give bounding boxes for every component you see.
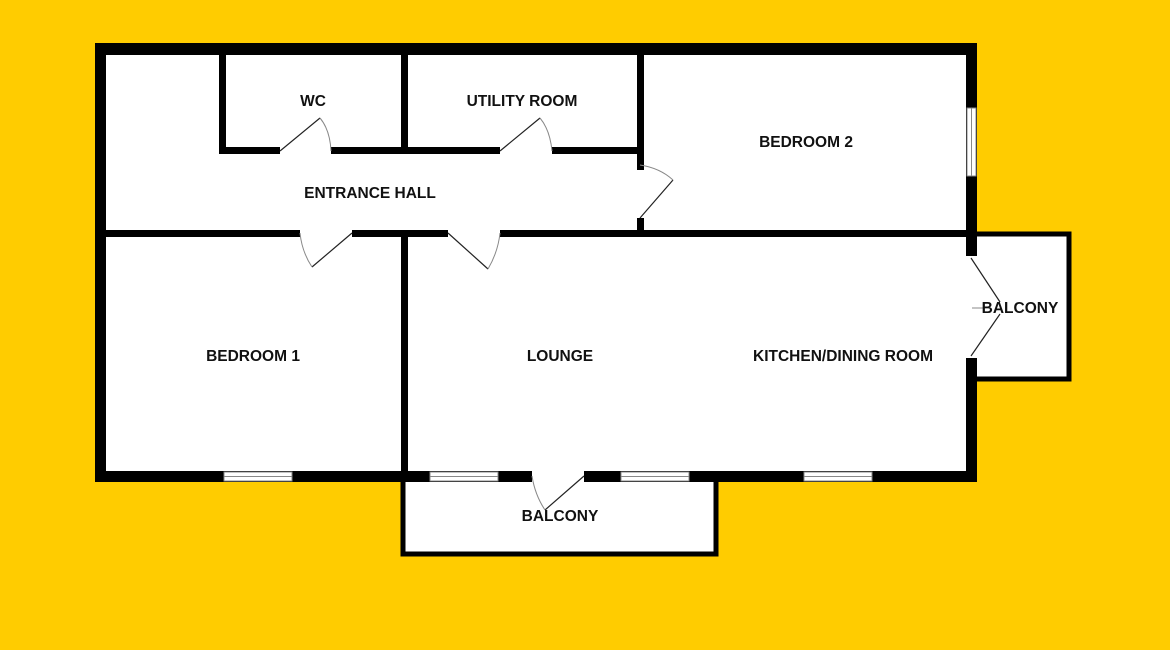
- room-label-kitchen-dining: KITCHEN/DINING ROOM: [753, 348, 933, 365]
- interior-walls: [106, 55, 966, 471]
- room-label-wc: WC: [300, 93, 326, 110]
- room-label-entrance-hall: ENTRANCE HALL: [304, 185, 436, 202]
- bottom-door-gap: [532, 471, 584, 482]
- floor-area: [106, 55, 966, 471]
- doors: [279, 117, 1001, 511]
- room-label-balcony-bottom: BALCONY: [522, 508, 599, 525]
- room-label-bedroom-1: BEDROOM 1: [206, 348, 300, 365]
- balcony-door-gap: [966, 256, 977, 358]
- room-label-balcony-right: BALCONY: [982, 300, 1059, 317]
- room-label-bedroom-2: BEDROOM 2: [759, 134, 853, 151]
- windows: [223, 107, 977, 482]
- balcony-right-area: [965, 231, 1072, 382]
- room-label-lounge: LOUNGE: [527, 348, 593, 365]
- room-label-utility-room: UTILITY ROOM: [467, 93, 578, 110]
